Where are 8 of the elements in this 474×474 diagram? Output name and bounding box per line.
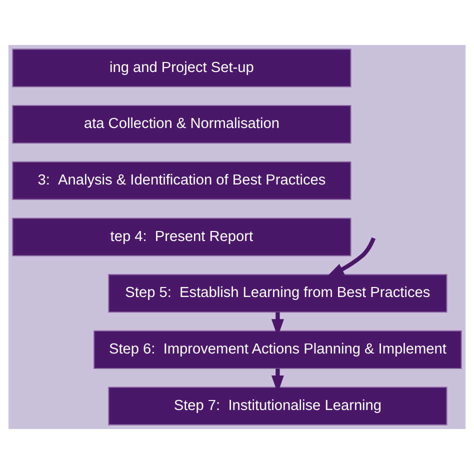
- node-box: 3: Analysis & Identification of Best Practices: [12, 161, 352, 200]
- node-box: Step 7: Institutionalise Learning: [108, 386, 448, 426]
- node-box: Step 5: Establish Learning from Best Practices: [108, 274, 448, 313]
- node-box: ing and Project Set-up: [12, 48, 352, 88]
- node-box: ata Collection & Normalisation: [12, 105, 352, 144]
- node-box: tep 4: Present Report: [12, 218, 352, 256]
- node-box: Step 6: Improvement Actions Planning & Implement: [94, 330, 462, 369]
- arrow: [326, 237, 376, 278]
